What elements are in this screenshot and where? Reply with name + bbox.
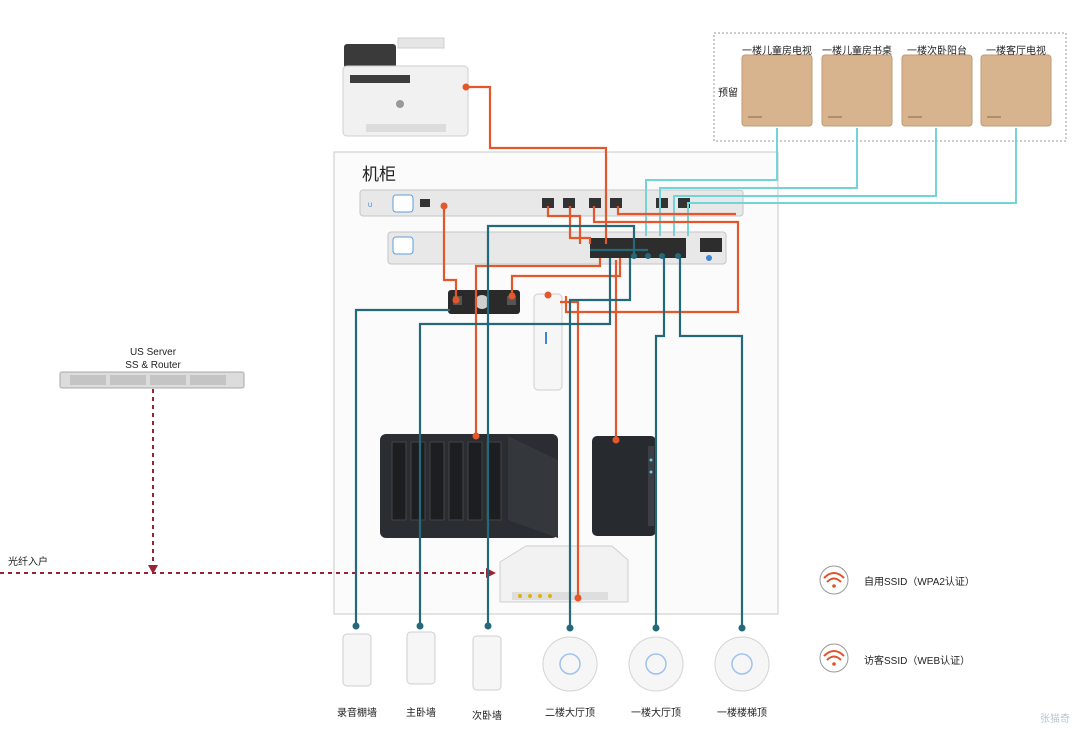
server-label-line1: US Server [129,347,177,358]
ap-label-1: 录音棚墙 [337,708,377,719]
poe-adapter-icon [448,290,520,314]
printer-icon [342,37,469,137]
ap-ceiling-3 [714,636,770,692]
ap-wall-3 [472,635,502,691]
ap-label-6: 一楼楼梯顶 [717,708,767,719]
cloud-key-icon [533,293,563,391]
cabinet-title: 机柜 [362,165,396,184]
nas-small-icon [592,436,656,536]
ap-wall-1 [342,633,372,687]
reserved-label: 预留 [718,88,738,99]
cyan-cables [645,128,1017,236]
legend-label-2: 访客SSID（WEB认证） [864,656,971,667]
fiber-lines [0,389,488,574]
panel-label-4: 一楼客厅电视 [986,46,1046,57]
ap-label-2: 主卧墙 [406,708,436,719]
reserved-panels [741,54,1052,127]
panel-label-1: 一楼儿童房电视 [742,46,812,57]
panel-label-2: 一楼儿童房书桌 [822,46,892,57]
ap-ceiling-2 [628,636,684,692]
reserved-zone-box [713,32,1067,142]
orange-cable-dots [440,83,620,602]
teal-cables [354,224,744,628]
legend-label-1: 自用SSID（WPA2认证） [864,577,975,588]
nas-large-icon [380,434,558,538]
ap-label-5: 一楼大厅顶 [631,708,681,719]
ap-label-4: 二楼大厅顶 [545,708,595,719]
ap-label-3: 次卧墙 [472,711,502,722]
panel-label-3: 一楼次卧阳台 [907,46,967,57]
switch-icon [387,231,727,265]
teal-cable-dots [352,253,746,632]
orange-cables [442,85,740,600]
optical-modem-icon [499,545,629,603]
watermark: 张猫奇 [1040,714,1070,725]
ceiling-ap-icons [542,636,770,692]
security-gateway-icon: U [359,189,744,217]
legend-wifi-icon-2 [819,643,849,673]
panel-4 [980,54,1052,127]
ap-ceiling-1 [542,636,598,692]
ap-wall-2 [406,631,436,685]
panel-1 [741,54,813,127]
panel-3 [901,54,973,127]
us-server-icon [59,371,245,389]
server-label-line2: SS & Router [125,360,181,371]
panel-2 [821,54,893,127]
svg-text:U: U [368,203,372,209]
legend-wifi-icon-1 [819,565,849,595]
wall-ap-icons [342,631,502,691]
fiber-arrow-down [148,565,158,574]
fiber-label: 光纤入户 [8,557,48,568]
